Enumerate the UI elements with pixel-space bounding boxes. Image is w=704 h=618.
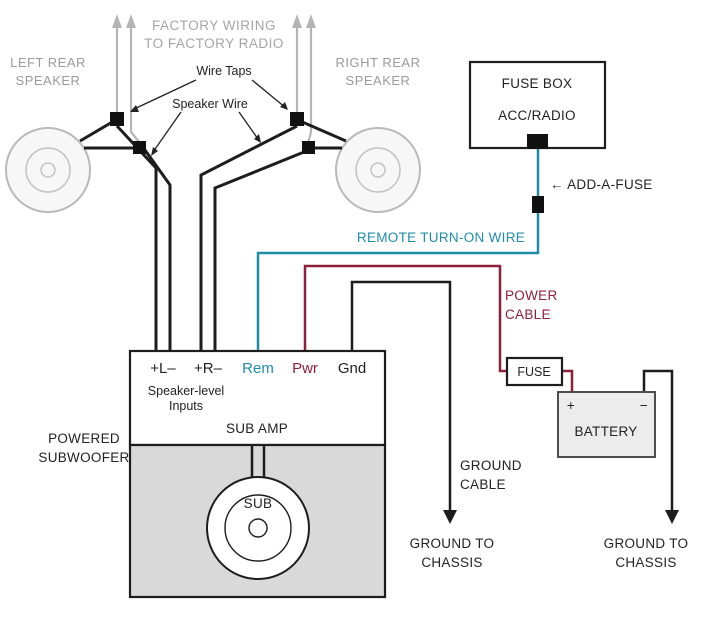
speaker-cone [355, 147, 401, 193]
wire-tap-connector [110, 112, 124, 126]
up-arrow-icon [292, 14, 302, 28]
inline-fuse-outline [505, 356, 564, 387]
power-cable-label: POWER [505, 288, 558, 303]
right-rear-speaker [335, 127, 421, 213]
arrowhead-icon [130, 105, 139, 112]
amp-input-wire-left [143, 149, 172, 351]
arrowhead-icon [254, 134, 261, 143]
battery-plus-terminal: + [567, 398, 575, 413]
power-cable [303, 264, 507, 373]
down-arrow-icon [665, 510, 679, 524]
amp-input-wire-right [213, 150, 305, 351]
wire-taps-label: Wire Taps [196, 64, 251, 78]
battery-minus-terminal: − [640, 398, 648, 413]
fuse-box-title: FUSE BOX [502, 76, 573, 91]
sub-amp-label: SUB AMP [226, 421, 288, 436]
amp-terminal-remote: Rem [242, 360, 274, 377]
battery-label: BATTERY [574, 424, 637, 439]
right-speaker-label: RIGHT REAR [336, 55, 421, 70]
callout-arrows [130, 79, 288, 156]
speaker-outer [335, 127, 421, 213]
wire-taps [110, 112, 315, 154]
factory-wiring-arrows [112, 14, 316, 144]
wire-tap-connector [133, 141, 146, 154]
add-a-fuse-holder [532, 196, 544, 213]
fuse-box-outline [468, 60, 607, 150]
speaker-wires [79, 119, 347, 351]
arrowhead-icon [280, 102, 288, 110]
up-arrow-icon [126, 14, 136, 28]
wire-tap-connector [302, 141, 315, 154]
sub-driver-outer [206, 476, 310, 580]
factory-wiring-label: TO FACTORY RADIO [144, 36, 284, 51]
inline-fuse-label: FUSE [517, 365, 550, 379]
powered-subwoofer-label: SUBWOOFER [38, 450, 129, 465]
ground-cable-label: GROUND [460, 458, 522, 473]
amp-terminal-right-input: +R– [194, 360, 223, 377]
speaker-cone [25, 147, 71, 193]
amp-input-wire-right [199, 124, 298, 351]
add-a-fuse-label: ← ADD-A-FUSE [550, 177, 653, 192]
arrowhead-icon [151, 147, 158, 156]
ground-to-chassis-label: CHASSIS [421, 555, 482, 570]
speaker-wire-label: Speaker Wire [172, 97, 248, 111]
sub-driver-dustcap [248, 518, 268, 538]
remote-turn-on-label: REMOTE TURN-ON WIRE [357, 230, 525, 245]
left-speaker-label: SPEAKER [16, 73, 81, 88]
sub-amp: +L– +R– Rem Pwr Gnd Speaker-level Inputs… [128, 349, 387, 447]
speaker-level-inputs-label: Speaker-level [148, 384, 224, 398]
sub-label: SUB [244, 496, 273, 511]
amp-outline [128, 349, 387, 447]
down-arrow-icon [443, 510, 457, 524]
fuse-box: FUSE BOX ACC/RADIO [468, 60, 607, 150]
power-cable [562, 369, 574, 392]
up-arrow-icon [306, 14, 316, 28]
speaker-outer [5, 127, 91, 213]
ground-cable-label: CABLE [460, 477, 506, 492]
battery: + − BATTERY [557, 391, 656, 458]
speaker-dustcap [40, 162, 56, 178]
battery-ground-wire [642, 369, 674, 511]
left-speaker-wire [79, 119, 115, 143]
inline-fuse: FUSE [505, 356, 564, 387]
amp-input-wire-left [115, 124, 158, 351]
factory-wire [306, 26, 313, 144]
amp-terminal-power: Pwr [292, 360, 318, 377]
power-cable-label: CABLE [505, 307, 551, 322]
right-speaker-wire [299, 119, 347, 143]
factory-wire [129, 26, 141, 144]
subwoofer-enclosure: SUB [128, 443, 387, 599]
left-rear-speaker [5, 127, 91, 213]
left-speaker-label: LEFT REAR [10, 55, 86, 70]
up-arrow-icon [112, 14, 122, 28]
amp-terminal-left-input: +L– [150, 360, 176, 377]
powered-subwoofer-label: POWERED [48, 431, 120, 446]
fuse-tap-plug [527, 134, 548, 149]
speaker-level-inputs-label: Inputs [169, 399, 203, 413]
factory-wiring-label: FACTORY WIRING [152, 18, 276, 33]
battery-outline [557, 391, 656, 458]
fuse-box-slot-label: ACC/RADIO [498, 108, 576, 123]
sub-driver-cone [224, 494, 292, 562]
ground-cable [350, 280, 452, 511]
speaker-dustcap [370, 162, 386, 178]
right-speaker-label: SPEAKER [346, 73, 411, 88]
ground-to-chassis-label: GROUND TO [604, 536, 689, 551]
ground-to-chassis-label: CHASSIS [615, 555, 676, 570]
amp-terminal-ground: Gnd [338, 360, 366, 377]
wire-tap-connector [290, 112, 304, 126]
ground-to-chassis-label: GROUND TO [410, 536, 495, 551]
